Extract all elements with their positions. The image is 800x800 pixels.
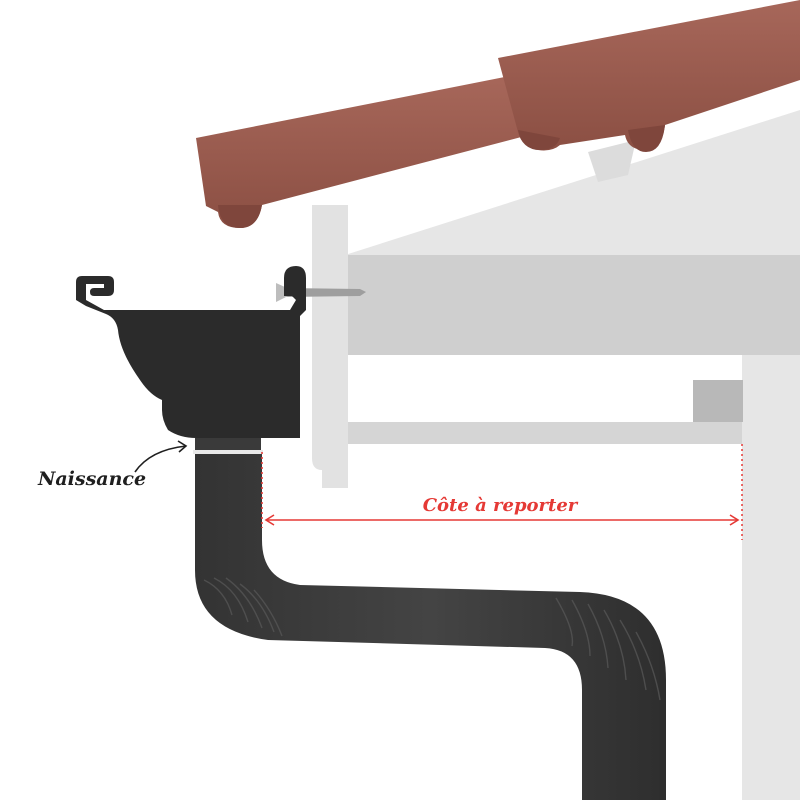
roof-tile-upper [498,0,800,151]
gutter-outlet-collar [195,438,261,452]
roof-tile-upper-edge [518,130,560,150]
roof-tile-upper-edge-2 [628,125,665,152]
gutter-profile [76,266,306,438]
dimension-label: Côte à reporter [423,495,579,516]
roof-underlay [345,110,800,255]
dimension-arrow [264,514,740,526]
downspout-pipe [195,454,666,800]
naissance-label: Naissance [37,468,146,490]
soffit-board [336,422,742,444]
downspout-elbow-crimps [203,577,661,701]
house-wall [742,352,800,800]
roof-tile-lower [196,75,548,228]
wall-block [693,380,743,422]
naissance-pointer-arrow [134,445,187,473]
roof-tiles [196,0,800,228]
roof-tile-lower-edge [218,205,262,228]
rafter-strut [588,140,636,182]
fascia-board [312,205,348,488]
naissance-pointer-arrowhead [177,440,188,453]
gutter-outlet-joint [193,450,263,454]
roof-beam [345,255,800,355]
